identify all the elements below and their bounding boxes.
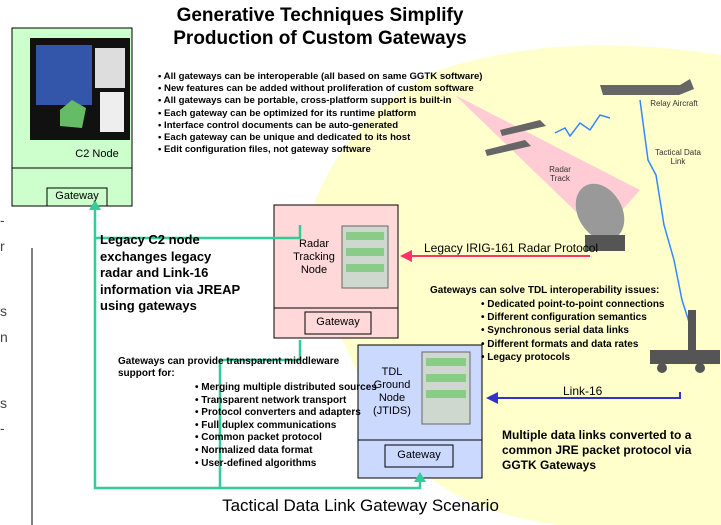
side-fragment: - [0,212,5,228]
c2-node-shape [11,27,133,169]
benefit-item: • Each gateway can be unique and dedicat… [158,132,411,144]
side-fragment: s [0,303,7,319]
middleware-list: • Merging multiple distributed sources •… [195,382,377,470]
interop-item: • Legacy protocols [481,351,571,363]
radar-node-shape [273,204,399,339]
benefit-item: • All gateways can be portable, cross-pl… [158,95,452,107]
benefit-item: • All gateways can be interoperable (all… [158,71,483,82]
interop-item: • Different formats and data rates [481,338,639,350]
benefit-item: • Each gateway can be optimized for its … [158,107,417,119]
link16-label: Link-16 [563,384,603,398]
gateway-connections [93,206,422,490]
benefits-list: • All gateways can be interoperable (all… [158,71,483,156]
radio-links [554,99,691,326]
title-line-2: Production of Custom Gateways [173,28,467,49]
side-fragment: r [0,238,5,254]
middleware-item: • Protocol converters and adapters [195,407,361,419]
side-fragment: s [0,395,7,411]
tdl-gateway-label: Gateway [397,449,441,461]
tdl-node-shape [357,344,483,479]
radar-gateway-label: Gateway [316,316,360,328]
middleware-item: • Merging multiple distributed sources [195,382,377,393]
title: Generative Techniques Simplify Productio… [150,4,490,50]
interop-item: • Dedicated point-to-point connections [481,299,665,310]
c2-gateway-label: Gateway [55,190,99,202]
title-line-1: Generative Techniques Simplify [176,5,464,26]
side-fragment: n [0,329,8,345]
middleware-intro: Gateways can provide transparent middlew… [118,356,340,379]
interop-item: • Synchronous serial data links [481,325,629,337]
interop-item: • Different configuration semantics [481,312,647,324]
tactical-data-link-label: Tactical Data Link [655,148,701,166]
middleware-item: • Full duplex communications [195,419,337,431]
middleware-item: • User-defined algorithms [195,457,317,469]
side-fragment: - [0,420,5,436]
benefit-item: • Edit configuration files, not gateway … [158,144,371,156]
radar-dish-icon [575,183,625,251]
interop-intro: Gateways can solve TDL interoperability … [430,285,660,296]
middleware-item: • Normalized data format [195,444,313,456]
aircraft-icons [485,79,694,156]
interop-list: • Dedicated point-to-point connections •… [481,298,665,364]
c2-gateway-shape [11,167,133,207]
c2-node-label: C2 Node [75,148,119,160]
ground-terminal-icon [650,310,720,373]
radar-protocol-label: Legacy IRIG-161 Radar Protocol [424,241,599,255]
benefit-item: • Interface control documents can be aut… [158,119,399,131]
middleware-item: • Common packet protocol [195,432,322,444]
diagram-caption: Tactical Data Link Gateway Scenario [222,496,499,515]
relay-aircraft-label: Relay Aircraft [650,99,698,108]
middleware-item: • Transparent network transport [195,394,347,406]
radar-track-label: Radar Track [549,165,571,183]
benefit-item: • New features can be added without prol… [158,83,474,95]
